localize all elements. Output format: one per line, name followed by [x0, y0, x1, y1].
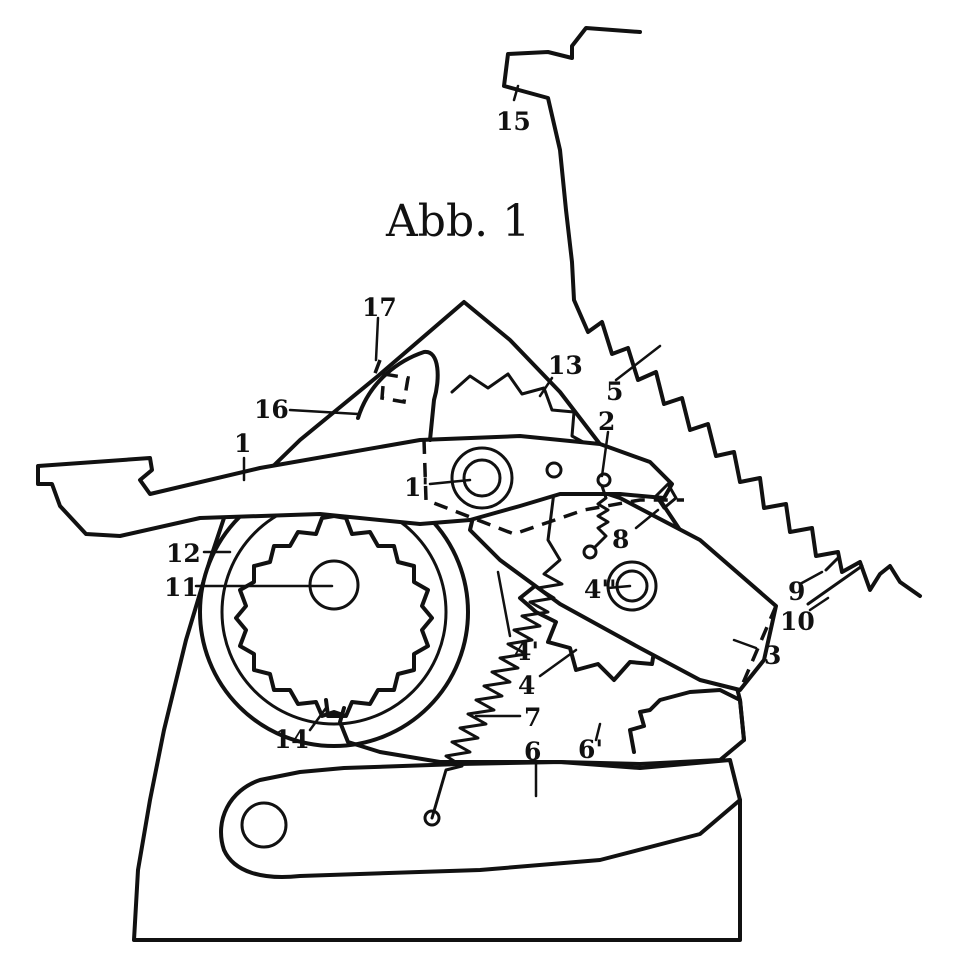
- leader-4: [538, 648, 578, 678]
- lever-1: [36, 434, 674, 538]
- detent-17: [380, 371, 411, 405]
- spring-2-bottom: [582, 544, 598, 560]
- leader-4p: [496, 570, 512, 638]
- label-6p: 6': [578, 735, 603, 764]
- spring-7: [430, 474, 564, 820]
- leader-14: [308, 706, 328, 732]
- leader-17: [374, 316, 380, 362]
- leader-1p: [428, 478, 472, 486]
- leader-10: [808, 596, 830, 612]
- leader-15: [512, 84, 520, 102]
- label-6: 6: [524, 737, 541, 766]
- label-13: 13: [548, 351, 583, 380]
- spring-2: [592, 484, 610, 550]
- label-4p: 4': [514, 637, 539, 666]
- leader-6p: [594, 722, 602, 742]
- leader-2: [600, 430, 610, 478]
- label-12: 12: [166, 539, 201, 568]
- label-11: 11: [164, 573, 199, 602]
- label-5: 5: [606, 377, 623, 406]
- leader-8: [634, 508, 660, 530]
- label-3: 3: [764, 641, 781, 670]
- stop-14: [324, 698, 346, 718]
- arm-3-dashed: [738, 605, 778, 691]
- label-2: 2: [598, 407, 615, 436]
- label-8: 8: [612, 525, 629, 554]
- rack-tooth-10: [806, 564, 864, 606]
- label-4pp: 4'': [584, 575, 617, 604]
- linkage-dashed: [422, 439, 684, 536]
- rack-tooth-9: [824, 556, 840, 572]
- label-7: 7: [524, 703, 541, 732]
- detent-17-mark: [372, 359, 382, 377]
- label-10: 10: [780, 607, 815, 636]
- label-1p: 1': [404, 473, 429, 502]
- label-9: 9: [788, 577, 805, 606]
- gear-11: [234, 514, 434, 718]
- plate-6: [219, 758, 742, 879]
- label-14: 14: [274, 725, 309, 754]
- pivot-4pp-outer: [606, 560, 658, 612]
- pivot-1p-outer: [450, 446, 514, 510]
- plate-6-hole: [240, 801, 288, 849]
- leader-13: [538, 376, 554, 398]
- label-4: 4: [518, 671, 535, 700]
- bracket-16: [356, 350, 440, 442]
- label-17: 17: [362, 293, 397, 322]
- label-1: 1: [234, 429, 251, 458]
- housing-rack-15: [502, 26, 922, 598]
- label-16: 16: [254, 395, 289, 424]
- leader-4pp: [606, 584, 632, 590]
- pawl-8: [654, 482, 678, 510]
- pawl-6prime: [338, 688, 746, 766]
- figure-title: Abb. 1: [385, 196, 530, 247]
- pin-7-anchor: [423, 809, 441, 827]
- label-15: 15: [496, 107, 531, 136]
- leader-3: [732, 638, 758, 650]
- pivot-1p-inner: [462, 458, 502, 498]
- leader-5: [614, 344, 662, 382]
- leader-9: [798, 570, 824, 586]
- spring-2-top: [596, 472, 612, 488]
- pin-on-lever: [545, 461, 563, 479]
- leader-16: [288, 408, 360, 416]
